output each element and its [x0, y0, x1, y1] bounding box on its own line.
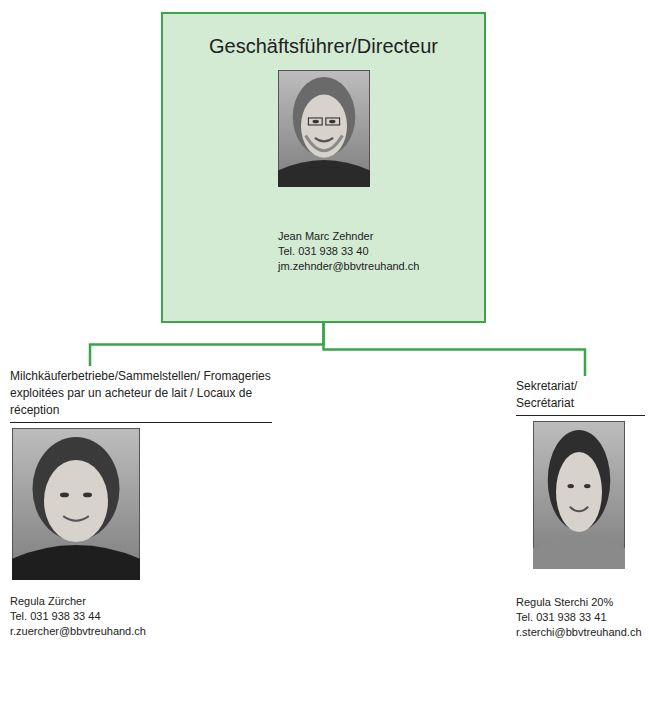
director-box: Geschäftsführer/DirecteurJean Marc Zehnd…	[161, 12, 486, 323]
photo-eye	[313, 120, 319, 124]
contact-block: Jean Marc ZehnderTel. 031 938 33 40jm.ze…	[278, 229, 484, 280]
email-address: r.sterchi@bbvtreuhand.ch	[516, 625, 645, 640]
photo-eye	[83, 493, 92, 498]
photo-eye	[329, 120, 335, 124]
photo-glasses	[326, 118, 340, 125]
photo-smile	[63, 516, 89, 521]
photo-smile	[570, 507, 588, 511]
photo-ground	[534, 422, 625, 569]
photo-shoulders	[533, 535, 625, 569]
person-name: Jean Marc Zehnder	[278, 229, 484, 244]
email-address: r.zuercher@bbvtreuhand.ch	[10, 624, 272, 639]
staff-node: Milchkäuferbetriebe/Sammelstellen/ Froma…	[10, 368, 272, 645]
box-title: Geschäftsführer/Directeur	[163, 34, 484, 58]
photo-eye	[584, 484, 590, 488]
portrait-photo	[12, 428, 140, 580]
heading-text: Milchkäuferbetriebe/Sammelstellen/ Froma…	[10, 368, 272, 419]
portrait-photo	[533, 421, 625, 569]
person-name: Regula Sterchi 20%	[516, 595, 645, 610]
photo-eye	[568, 484, 574, 488]
photo-beard	[306, 136, 343, 151]
photo-face	[44, 460, 108, 542]
photo-ground	[279, 71, 370, 187]
connector-line	[324, 323, 586, 376]
portrait-photo	[278, 70, 370, 187]
photo-face	[301, 95, 347, 158]
heading-text: Sekretariat/ Secrétariat	[516, 378, 611, 412]
phone-number: Tel. 031 938 33 44	[10, 609, 272, 624]
section-heading: Sekretariat/ Secrétariat	[516, 378, 645, 416]
phone-number: Tel. 031 938 33 41	[516, 610, 645, 625]
photo-glasses	[308, 118, 322, 125]
photo-smile	[315, 138, 333, 142]
photo-shoulders	[12, 545, 140, 580]
staff-node: Sekretariat/ SecrétariatRegula Sterchi 2…	[516, 378, 645, 646]
email-address: jm.zehnder@bbvtreuhand.ch	[278, 259, 484, 274]
photo-ground	[13, 429, 140, 580]
person-name: Regula Zürcher	[10, 594, 272, 609]
photo-eye	[60, 493, 69, 498]
contact-block: Regula Sterchi 20%Tel. 031 938 33 41r.st…	[516, 595, 645, 646]
photo-shoulders	[278, 160, 370, 187]
contact-block: Regula ZürcherTel. 031 938 33 44r.zuerch…	[10, 594, 272, 645]
section-heading: Milchkäuferbetriebe/Sammelstellen/ Froma…	[10, 368, 272, 423]
connector-line	[90, 323, 324, 366]
photo-face	[556, 452, 602, 532]
phone-number: Tel. 031 938 33 40	[278, 244, 484, 259]
